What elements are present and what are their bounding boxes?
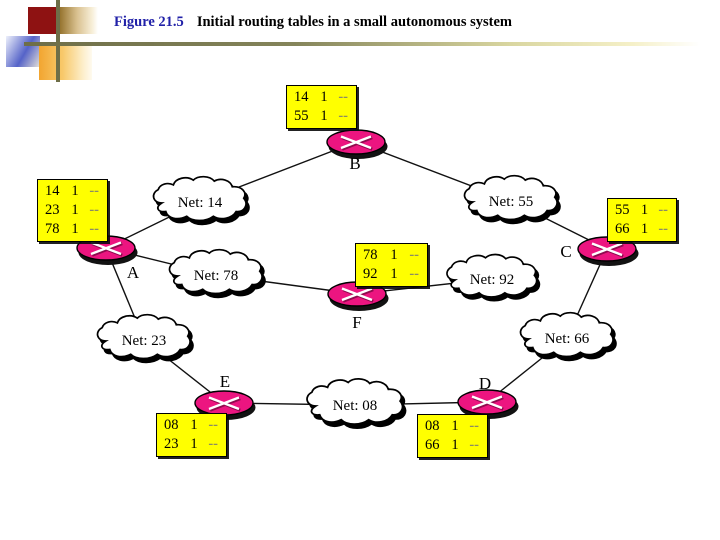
rt-cell-next: -- <box>208 436 218 452</box>
rt-cell-hop: 1 <box>451 418 459 434</box>
network-label-net55: Net: 55 <box>489 194 534 210</box>
network-label-net78: Net: 78 <box>194 268 239 284</box>
network-cloud-net66: Net: 66 <box>519 311 617 362</box>
rt-cell-hop: 1 <box>190 417 198 433</box>
rt-cell-next: -- <box>409 266 419 282</box>
rt-cell-hop: 1 <box>451 437 459 453</box>
rt-cell-net: 78 <box>45 221 60 237</box>
network-cloud-net78: Net: 78 <box>168 248 266 299</box>
rt-cell-hop: 1 <box>640 221 649 237</box>
figure-title-text: Initial routing tables in a small autono… <box>196 14 512 30</box>
network-cloud-net23: Net: 23 <box>96 313 194 364</box>
rt-cell-net: 08 <box>164 417 179 433</box>
rt-cell-net: 08 <box>425 418 440 434</box>
rt-cell-net: 14 <box>45 183 60 199</box>
routing-table-c: 55 1 -- 66 1 -- <box>607 198 677 242</box>
router-f-label: F <box>352 313 361 332</box>
rt-cell-net: 23 <box>45 202 60 218</box>
table-row: 08 1 -- <box>157 416 226 435</box>
rt-cell-hop: 1 <box>390 266 398 282</box>
rt-cell-next: -- <box>208 417 218 433</box>
figure-number-label: Figure 21.5 <box>114 14 184 30</box>
routing-table-e: 08 1 -- 23 1 -- <box>156 413 227 457</box>
routing-table-f: 78 1 -- 92 1 -- <box>355 243 428 287</box>
rt-cell-next: -- <box>409 247 419 263</box>
table-row: 23 1 -- <box>38 201 107 220</box>
router-d-label: D <box>479 374 491 393</box>
network-cloud-net92: Net: 92 <box>446 253 541 302</box>
router-c-label: C <box>560 242 571 261</box>
rt-cell-next: -- <box>89 202 99 218</box>
table-row: 55 1 -- <box>608 201 676 220</box>
rt-cell-next: -- <box>89 183 99 199</box>
slide-title: Figure 21.5 Initial routing tables in a s… <box>114 14 694 31</box>
routing-table-b: 14 1 -- 55 1 -- <box>286 85 357 129</box>
network-label-net23: Net: 23 <box>122 333 167 349</box>
network-label-net14: Net: 14 <box>178 195 223 211</box>
network-cloud-net55: Net: 55 <box>463 174 561 225</box>
rt-cell-net: 55 <box>294 108 309 124</box>
table-row: 66 1 -- <box>608 220 676 239</box>
rt-cell-next: -- <box>338 89 348 105</box>
network-cloud-net08: Net: 08 <box>306 378 407 430</box>
rt-cell-hop: 1 <box>320 108 328 124</box>
rt-cell-next: -- <box>89 221 99 237</box>
rt-cell-net: 78 <box>363 247 378 263</box>
rt-cell-hop: 1 <box>320 89 328 105</box>
table-row: 14 1 -- <box>287 88 356 107</box>
table-row: 14 1 -- <box>38 182 107 201</box>
rt-cell-hop: 1 <box>390 247 398 263</box>
router-a-label: A <box>127 263 140 282</box>
rt-cell-net: 66 <box>425 437 440 453</box>
rt-cell-hop: 1 <box>190 436 198 452</box>
table-row: 78 1 -- <box>38 220 107 239</box>
table-row: 08 1 -- <box>418 417 487 436</box>
rt-cell-hop: 1 <box>71 183 79 199</box>
table-row: 55 1 -- <box>287 107 356 126</box>
rt-cell-net: 23 <box>164 436 179 452</box>
rt-cell-hop: 1 <box>71 221 79 237</box>
rt-cell-hop: 1 <box>71 202 79 218</box>
table-row: 66 1 -- <box>418 436 487 455</box>
rt-cell-next: -- <box>469 437 479 453</box>
decor-tan-square <box>60 7 98 34</box>
header-rule-vertical <box>56 0 60 82</box>
rt-cell-next: -- <box>338 108 348 124</box>
network-label-net66: Net: 66 <box>545 331 590 347</box>
rt-cell-net: 92 <box>363 266 378 282</box>
decor-red-square <box>28 7 57 34</box>
routing-table-a: 14 1 -- 23 1 -- 78 1 -- <box>37 179 108 242</box>
routing-table-d: 08 1 -- 66 1 -- <box>417 414 488 458</box>
rt-cell-net: 55 <box>615 202 630 218</box>
table-row: 92 1 -- <box>356 265 427 284</box>
network-label-net08: Net: 08 <box>333 398 378 414</box>
decor-blue-square <box>6 36 40 67</box>
rt-cell-next: -- <box>658 202 668 218</box>
router-b-label: B <box>349 154 360 173</box>
rt-cell-next: -- <box>469 418 479 434</box>
rt-cell-net: 14 <box>294 89 309 105</box>
rt-cell-next: -- <box>658 221 668 237</box>
decor-orange-square <box>39 44 92 80</box>
rt-cell-hop: 1 <box>640 202 649 218</box>
table-row: 23 1 -- <box>157 435 226 454</box>
table-row: 78 1 -- <box>356 246 427 265</box>
router-e-label: E <box>220 372 230 391</box>
header-rule-horizontal <box>24 42 700 46</box>
rt-cell-net: 66 <box>615 221 630 237</box>
network-cloud-net14: Net: 14 <box>152 175 250 226</box>
network-label-net92: Net: 92 <box>470 272 515 288</box>
